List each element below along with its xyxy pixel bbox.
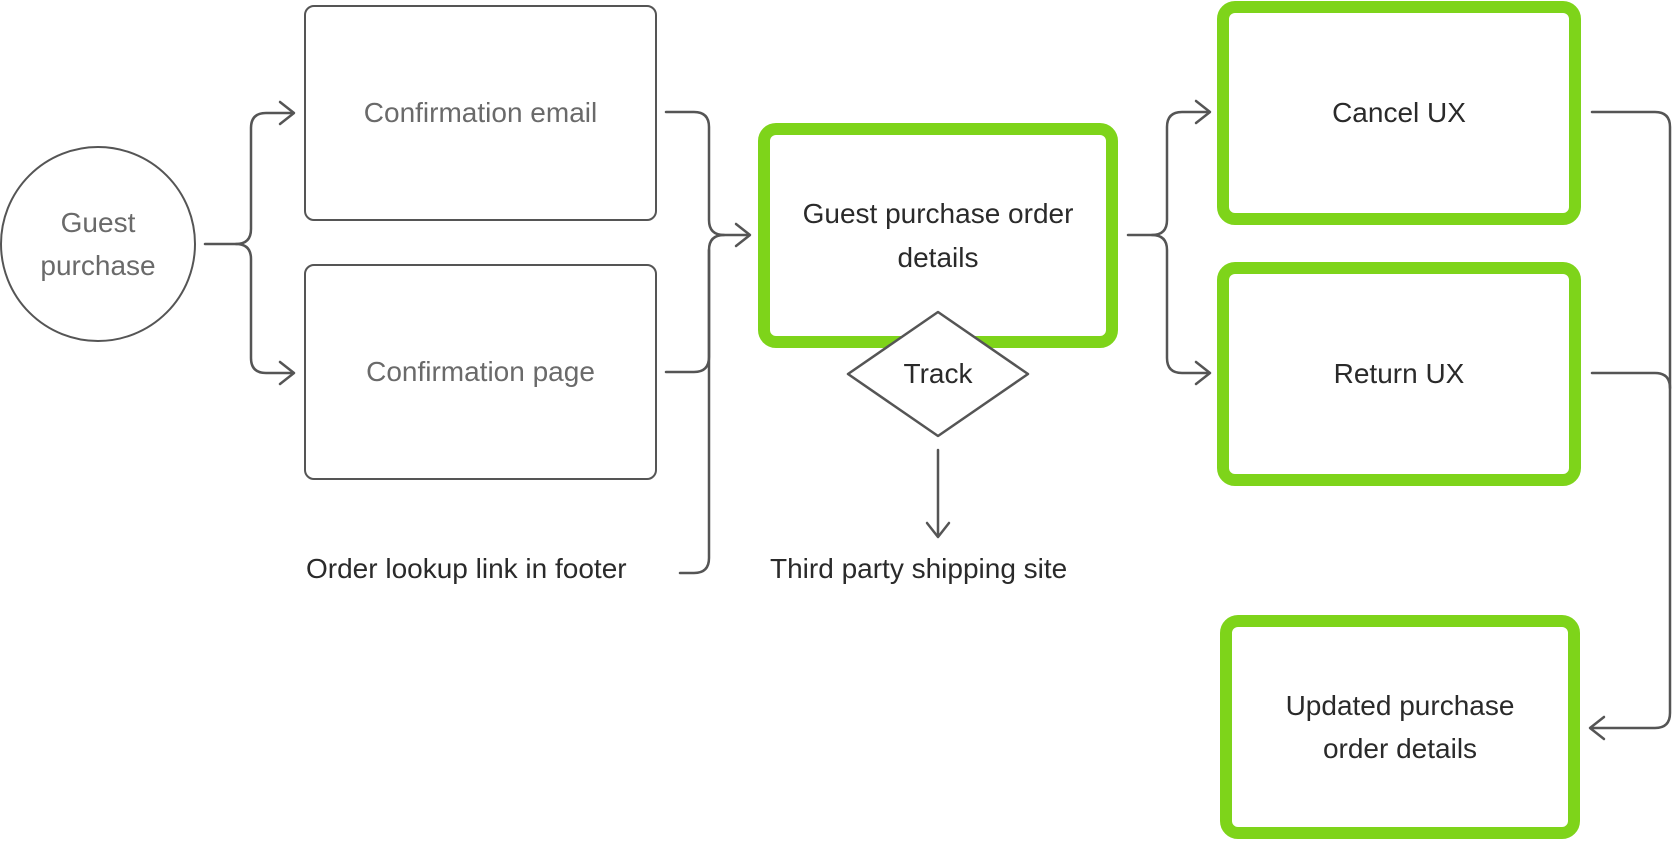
confirmation-email-label: Confirmation email (363, 97, 598, 128)
cancel-ux-label: Cancel UX (1332, 97, 1466, 129)
arrowhead-to-details (734, 222, 752, 248)
order-details-label: Guest purchase order details (802, 198, 1074, 273)
arrowhead-to-email (278, 100, 296, 126)
order-details-node: Guest purchase order details (758, 123, 1118, 348)
connector-details-to-return (1150, 233, 1210, 375)
connector-email-to-details (664, 110, 750, 237)
track-label: Track (903, 358, 973, 389)
updated-details-label: Updated purchase order details (1285, 689, 1515, 764)
connector-lookup-to-details (678, 248, 711, 575)
confirmation-page-node: Confirmation page (304, 264, 657, 480)
connector-cancel-to-updated (1590, 110, 1672, 730)
confirmation-page-label: Confirmation page (366, 356, 595, 387)
updated-details-node: Updated purchase order details (1220, 615, 1580, 839)
connector-guest-to-page (234, 242, 294, 375)
confirmation-email-node: Confirmation email (304, 5, 657, 221)
arrowhead-to-return (1194, 360, 1212, 386)
track-decision-node: Track (846, 310, 1030, 438)
shipping-site-label: Third party shipping site (770, 553, 1068, 584)
guest-purchase-label: Guest purchase (40, 206, 156, 281)
return-ux-node: Return UX (1217, 262, 1581, 486)
guest-purchase-node: Guest purchase (0, 146, 196, 342)
cancel-ux-node: Cancel UX (1217, 1, 1581, 225)
connector-details-to-cancel (1126, 110, 1210, 237)
connector-guest-to-split (203, 111, 294, 246)
arrowhead-to-updated (1588, 715, 1606, 741)
arrowhead-to-shipping (925, 521, 951, 539)
connector-page-to-details (664, 233, 726, 374)
order-lookup-label: Order lookup link in footer (306, 553, 627, 584)
return-ux-label: Return UX (1333, 358, 1465, 390)
arrowhead-to-cancel (1194, 99, 1212, 125)
connector-return-to-updated (1590, 371, 1672, 390)
diamond-shape (846, 310, 1030, 438)
arrowhead-to-page (278, 360, 296, 386)
